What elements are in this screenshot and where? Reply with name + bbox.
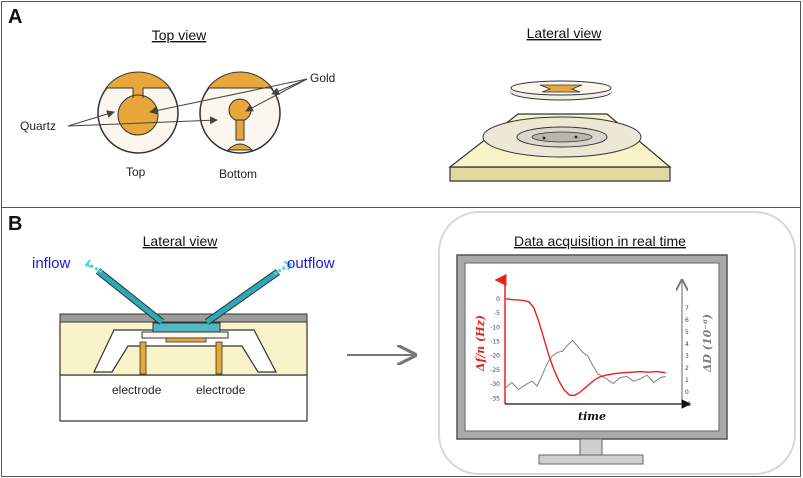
right-tick-label: 5	[685, 329, 689, 336]
gold-label: Gold	[310, 71, 335, 85]
monitor-stand	[538, 454, 644, 465]
panel-a: A Top view Lateral view Top Bottom Gold …	[1, 1, 801, 208]
right-tick-label: 6	[685, 317, 689, 324]
lateral-view-title-b: Lateral view	[143, 233, 219, 249]
electrode-pin-left	[139, 341, 147, 375]
gold-electrode-top	[117, 94, 159, 136]
inflow-arrow	[87, 262, 103, 274]
right-tick-label: -1	[685, 401, 691, 408]
top-label: Top	[126, 165, 146, 179]
crystal-top-view	[97, 71, 179, 154]
series-dissipation-line	[504, 339, 666, 391]
right-tick-label: 1	[685, 377, 689, 384]
outflow-arrow	[273, 263, 290, 276]
electrode-pin-right	[215, 341, 223, 375]
outflow-label: outflow	[287, 255, 335, 272]
left-tick-label: -10	[490, 324, 500, 331]
inflow-tube	[96, 269, 164, 324]
electrode-label-left: electrode	[112, 383, 162, 397]
left-tick-label: -15	[490, 338, 500, 345]
left-tick-labels: 0 -5 -10 -15 -20 -25 -30 -35	[490, 296, 500, 402]
panel-b: B Lateral view inflow outflow electrode	[1, 207, 801, 477]
bottom-label: Bottom	[219, 167, 257, 181]
right-tick-label: 7	[685, 305, 689, 312]
left-tick-label: -35	[490, 395, 500, 402]
right-tick-label: 4	[685, 341, 689, 348]
monitor-screen	[464, 262, 720, 432]
x-axis-label: time	[578, 410, 606, 423]
realtime-chart: 0 -5 -10 -15 -20 -25 -30 -35 7 6 5 4 3 2 1 0 -1 time Δf…	[474, 274, 714, 423]
crystal-bottom-view	[199, 71, 281, 154]
lateral-base	[448, 113, 672, 182]
y-axis-left-label: Δf/n (Hz)	[474, 315, 487, 372]
series-frequency-line	[504, 298, 666, 397]
inflow-label: inflow	[32, 255, 71, 272]
panel-a-diagram: A Top view Lateral view Top Bottom Gold …	[8, 6, 672, 182]
flow-chamber	[152, 322, 221, 333]
left-tick-label: -5	[494, 310, 500, 317]
data-title: Data acquisition in real time	[514, 233, 686, 249]
left-tick-label: -20	[490, 353, 500, 360]
lateral-view-title-a: Lateral view	[527, 25, 603, 41]
panel-b-letter: B	[8, 213, 22, 235]
gold-foot-bottom	[226, 143, 254, 151]
lateral-gold	[539, 84, 583, 93]
panel-a-letter: A	[8, 6, 22, 28]
gold-stem-bottom	[235, 119, 245, 141]
gold-tab-top	[104, 71, 172, 89]
gold-neck-top	[133, 87, 143, 99]
flow-cell	[59, 259, 308, 422]
flow-cell-top-plate	[59, 313, 308, 323]
left-tick-label: -25	[490, 367, 500, 374]
outflow-tube	[205, 269, 280, 325]
top-view-title: Top view	[152, 27, 207, 43]
sensor-crystal	[141, 331, 229, 339]
crystal-gold	[165, 337, 207, 343]
electrode-label-right: electrode	[196, 383, 246, 397]
right-tick-label: 3	[685, 353, 689, 360]
right-tick-labels: 7 6 5 4 3 2 1 0 -1	[685, 305, 691, 408]
panel-b-diagram: B Lateral view inflow outflow electrode	[8, 211, 796, 475]
left-tick-label: 0	[496, 296, 500, 303]
flow-cell-bottom-block	[59, 374, 308, 422]
gold-tab-bottom	[206, 71, 274, 89]
lateral-crystal	[510, 80, 612, 101]
quartz-label: Quartz	[20, 119, 56, 133]
left-tick-label: -30	[490, 381, 500, 388]
monitor-neck	[579, 438, 603, 456]
right-tick-label: 0	[685, 389, 689, 396]
right-tick-label: 2	[685, 365, 689, 372]
y-axis-right-label: ΔD (10⁻⁶)	[701, 314, 714, 373]
